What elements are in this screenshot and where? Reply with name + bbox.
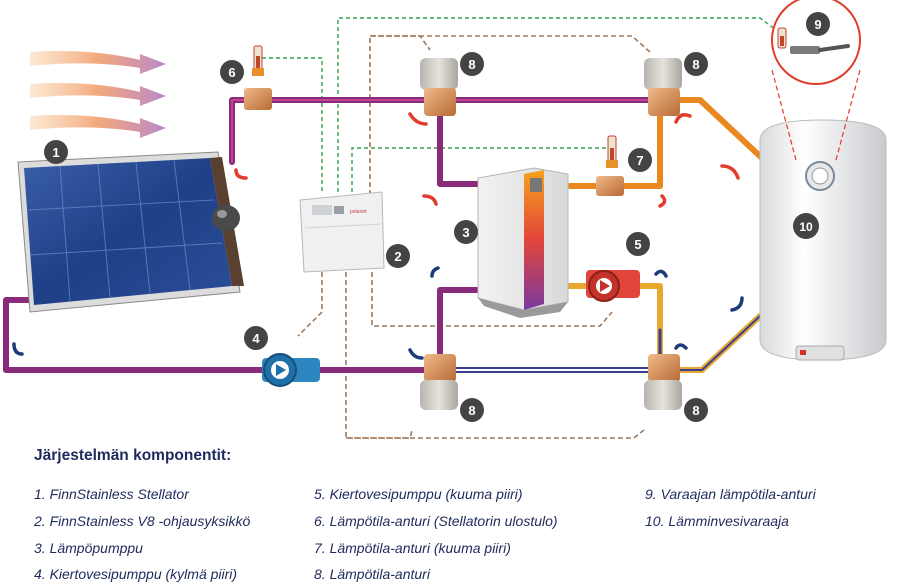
control-unit: polanet — [299, 191, 385, 273]
legend-item-7: 7. Lämpötila-anturi (kuuma piiri) — [314, 540, 511, 556]
temperature-sensor-7 — [596, 135, 624, 196]
svg-text:10: 10 — [799, 220, 813, 234]
legend-item-9: 9. Varaajan lämpötila-anturi — [645, 486, 816, 502]
valve-actuator-top-left — [420, 58, 458, 116]
flow-arrows — [12, 112, 744, 360]
svg-text:8: 8 — [468, 403, 475, 418]
control-wires — [297, 35, 651, 439]
callout-5: 5 — [626, 232, 650, 256]
legend-title: Järjestelmän komponentit: — [34, 447, 232, 464]
legend-item-3: 3. Lämpöpumppu — [34, 540, 143, 556]
valve-actuator-bottom-left — [420, 354, 458, 410]
callout-7: 7 — [628, 148, 652, 172]
svg-text:8: 8 — [692, 403, 699, 418]
callout-4: 4 — [244, 326, 268, 350]
legend-item-6: 6. Lämpötila-anturi (Stellatorin ulostul… — [314, 513, 558, 529]
legend-item-4: 4. Kiertovesipumppu (kylmä piiri) — [34, 566, 238, 582]
solar-heating-system-diagram: polanet — [3, 0, 887, 439]
legend-item-10: 10. Lämminvesivaraaja — [645, 513, 789, 529]
controller-brand: polanet — [350, 209, 367, 215]
callout-9: 9 — [806, 12, 830, 36]
svg-text:4: 4 — [252, 331, 260, 346]
circulation-pump-5 — [586, 270, 640, 302]
svg-text:3: 3 — [462, 225, 469, 240]
callout-8-bottom-right: 8 — [684, 398, 708, 422]
valve-actuator-bottom-right — [644, 354, 682, 410]
callout-6: 6 — [220, 60, 244, 84]
callout-8-top-right: 8 — [684, 52, 708, 76]
solar-collector — [17, 151, 244, 313]
legend-item-2: 2. FinnStainless V8 -ohjausyksikkö — [34, 513, 251, 529]
hot-supply-pipe — [229, 97, 765, 189]
valve-actuator-top-right — [644, 58, 682, 116]
svg-text:9: 9 — [814, 17, 821, 32]
callout-numbers: 1 2 3 4 5 6 7 8 8 8 8 9 10 — [44, 12, 830, 422]
tank-sensor-zoom — [771, 0, 861, 161]
callout-3: 3 — [454, 220, 478, 244]
circulation-pump-4 — [262, 353, 320, 387]
callout-2: 2 — [386, 244, 410, 268]
temperature-sensor-6 — [244, 45, 272, 110]
legend-item-5: 5. Kiertovesipumppu (kuuma piiri) — [314, 486, 523, 502]
svg-text:7: 7 — [636, 153, 643, 168]
svg-text:6: 6 — [228, 65, 235, 80]
svg-text:2: 2 — [394, 249, 401, 264]
svg-text:8: 8 — [692, 57, 699, 72]
hot-water-tank — [759, 119, 887, 361]
svg-text:5: 5 — [634, 237, 641, 252]
callout-8-top-left: 8 — [460, 52, 484, 76]
heat-pump — [477, 167, 569, 318]
sensor-wires — [262, 17, 777, 192]
callout-1: 1 — [44, 140, 68, 164]
callout-10: 10 — [793, 213, 819, 239]
legend-item-1: 1. FinnStainless Stellator — [34, 486, 189, 502]
svg-text:8: 8 — [468, 57, 475, 72]
sunlight-arrows — [30, 51, 166, 138]
svg-text:1: 1 — [52, 145, 59, 160]
callout-8-bottom-left: 8 — [460, 398, 484, 422]
legend-item-8: 8. Lämpötila-anturi — [314, 566, 430, 582]
